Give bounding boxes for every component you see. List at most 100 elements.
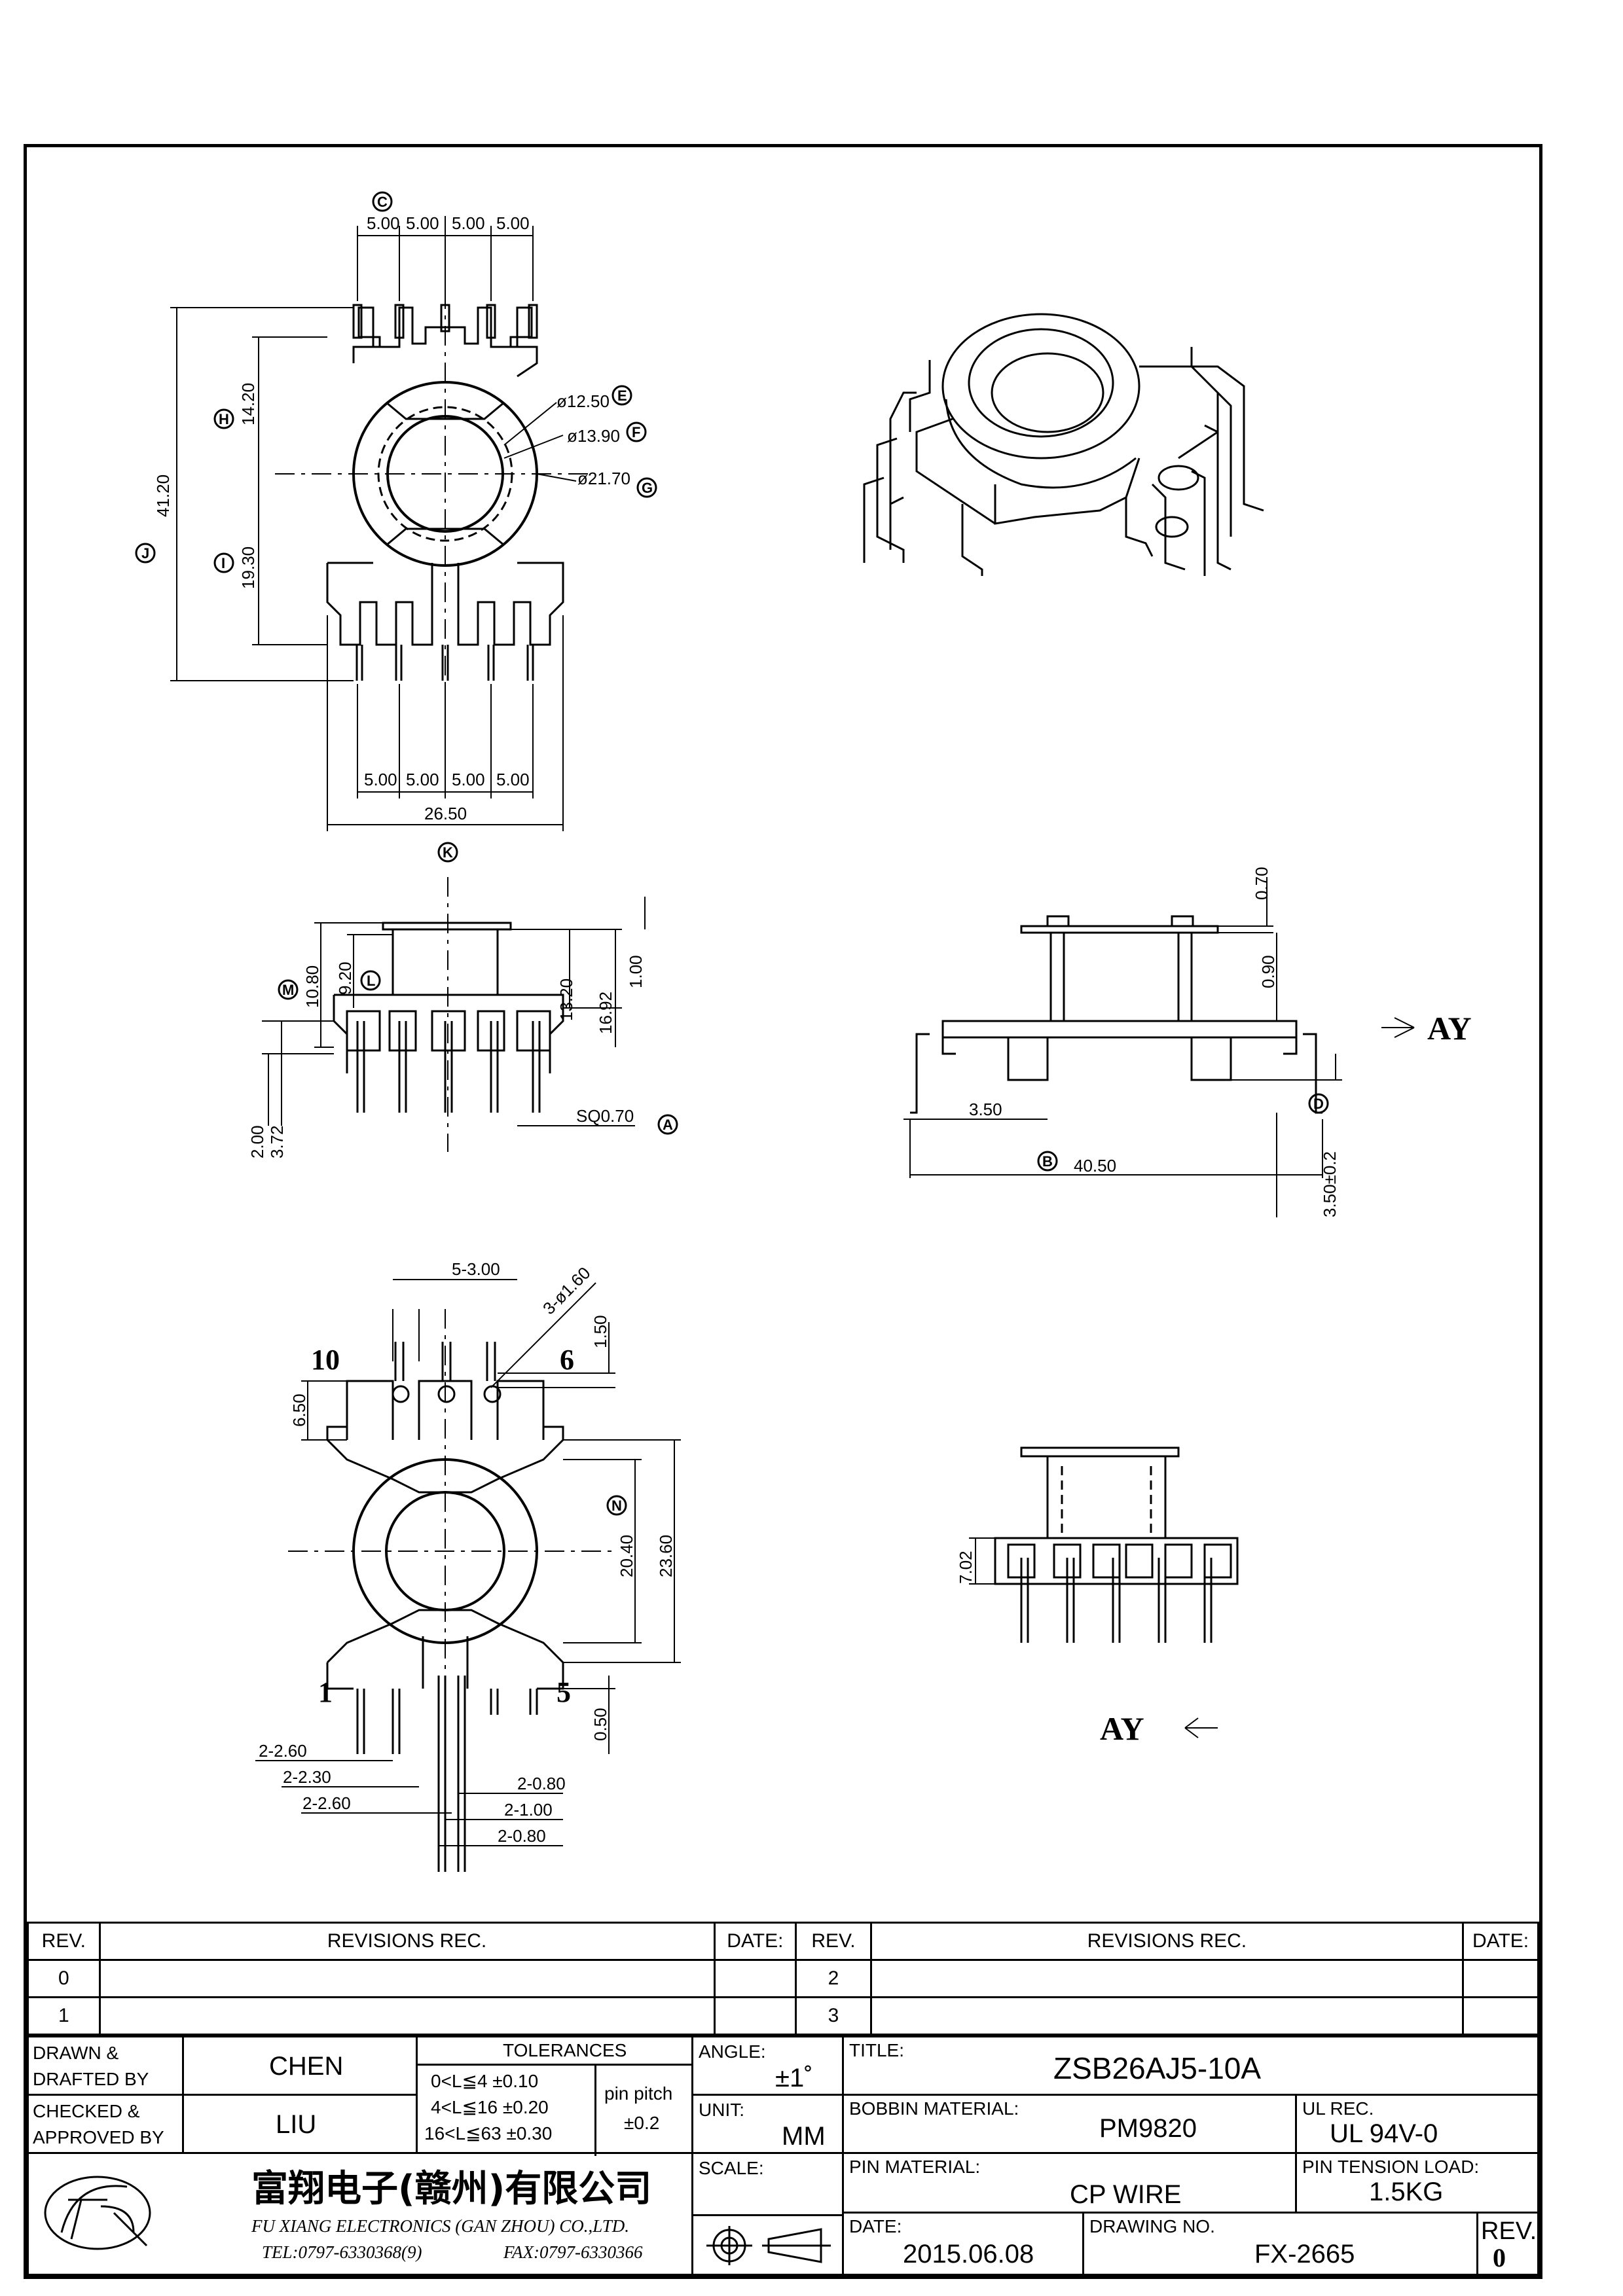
unit-label: UNIT: [699, 2100, 744, 2120]
dim-2-2-60-b: 2-2.60 [302, 1793, 351, 1813]
dim-3-50: 3.50 [969, 1100, 1002, 1119]
dim-sq0-70: SQ0.70 [576, 1106, 634, 1126]
top-pitch-4: 5.00 [496, 213, 530, 233]
title-label: TITLE: [849, 2040, 905, 2060]
dim-20-40: 20.40 [617, 1535, 636, 1577]
drawing-frame [24, 144, 1542, 2279]
dim-40-50: 40.50 [1074, 1156, 1116, 1175]
dim-6-50: 6.50 [289, 1393, 309, 1427]
pin-material-value: CP WIRE [1070, 2180, 1182, 2209]
dim-3-72: 3.72 [267, 1125, 287, 1158]
marker-f: F [632, 424, 640, 440]
rev-row-1: 1 [27, 1996, 101, 2036]
dim-2-0-80-a: 2-0.80 [517, 1774, 566, 1793]
bottom-pitch-1: 5.00 [364, 770, 397, 789]
side-view: 0.70 0.90 3.50 40.50 3.50±0.2 AY B D [903, 867, 1472, 1217]
marker-a: A [663, 1117, 673, 1133]
dim-3-dia-1-60: 3-ø1.60 [539, 1263, 594, 1319]
rev-header-left: REV. [27, 1922, 101, 1961]
rev-header-right: REV. [795, 1922, 872, 1961]
tol-line-1: 0<L≦4 ±0.10 [431, 2071, 539, 2091]
ul-rec-label: UL REC. [1302, 2098, 1374, 2119]
drawn-value: CHEN [269, 2052, 344, 2081]
dim-0-90: 0.90 [1258, 955, 1278, 988]
rev-row-2: 2 [795, 1959, 872, 1998]
bottom-view: 5-3.00 3-ø1.60 1.50 6.50 20.40 23.60 0.5… [255, 1259, 681, 1872]
marker-b: B [1042, 1153, 1053, 1170]
marker-g: G [642, 480, 653, 496]
dia-12-50: ø12.50 [556, 391, 610, 411]
top-pitch-2: 5.00 [406, 213, 439, 233]
pin-6-label: 6 [560, 1344, 574, 1376]
date-header-left: DATE: [713, 1922, 797, 1961]
top-pitch-3: 5.00 [452, 213, 485, 233]
height-dim: 41.20 [153, 475, 173, 517]
dim-7-02: 7.02 [956, 1551, 976, 1584]
bottom-pitch-3: 5.00 [452, 770, 485, 789]
pin-tension-label: PIN TENSION LOAD: [1302, 2157, 1480, 2177]
tol-line-3: 16<L≦63 ±0.30 [424, 2123, 553, 2144]
marker-i: I [221, 555, 225, 571]
rev-row-0: 0 [27, 1959, 101, 1998]
view-label-ay-right: AY [1427, 1010, 1472, 1047]
pin-1-label: 1 [318, 1676, 333, 1708]
angle-value: ±1˚ [775, 2064, 813, 2092]
dim-1-00: 1.00 [626, 955, 646, 988]
view-label-ay-bottom: AY [1100, 1710, 1144, 1747]
revision-table: REV. REVISIONS REC. DATE: REV. REVISIONS… [27, 1922, 1539, 2036]
rev-row-3: 3 [795, 1996, 872, 2036]
checked-value: LIU [276, 2110, 317, 2139]
pin-material-label: PIN MATERIAL: [849, 2157, 981, 2177]
tol-line-2: 4<L≦16 ±0.20 [431, 2097, 549, 2117]
angle-label: ANGLE: [699, 2041, 766, 2062]
pin-5-label: 5 [556, 1676, 571, 1708]
date-value: 2015.06.08 [903, 2240, 1034, 2269]
company-name-en: FU XIANG ELECTRONICS (GAN ZHOU) CO.,LTD. [251, 2216, 629, 2236]
unit-value: MM [782, 2122, 826, 2151]
bottom-pitch-2: 5.00 [406, 770, 439, 789]
technical-drawing: 5.00 5.00 5.00 5.00 5.00 5.00 5.00 5.00 … [135, 191, 1472, 1872]
dim-2-0-80-b: 2-0.80 [498, 1826, 546, 1846]
dim-0-50: 0.50 [591, 1708, 610, 1741]
dim-2-1-00: 2-1.00 [504, 1800, 553, 1820]
top-pitch-1: 5.00 [367, 213, 400, 233]
title-value: ZSB26AJ5-10A [1053, 2051, 1262, 2085]
company-tel: TEL:0797-6330368(9) [262, 2242, 422, 2262]
dim-2-00: 2.00 [247, 1125, 267, 1158]
ul-rec-value: UL 94V-0 [1330, 2119, 1438, 2148]
marker-k: K [443, 844, 453, 861]
drawn-label: DRAWN & DRAFTED BY [33, 2043, 149, 2089]
dim-5-3-00: 5-3.00 [452, 1259, 500, 1279]
marker-h: H [219, 411, 229, 427]
tolerances-label: TOLERANCES [503, 2040, 627, 2060]
marker-c: C [377, 194, 388, 210]
dim-1-50: 1.50 [591, 1315, 610, 1348]
dim-16-92: 16.92 [596, 992, 615, 1034]
rev-label: REV. [1481, 2217, 1537, 2245]
dim-10-80: 10.80 [302, 965, 322, 1008]
front-view: 10.80 9.20 13.20 16.92 1.00 2.00 3.72 SQ… [247, 877, 678, 1158]
drawing-no-value: FX-2665 [1254, 2240, 1355, 2269]
revisions-header-right: REVISIONS REC. [869, 1922, 1465, 1961]
marker-m: M [282, 982, 294, 998]
rev-value: 0 [1493, 2243, 1506, 2272]
marker-j: J [141, 545, 149, 562]
date-header-right: DATE: [1462, 1922, 1539, 1961]
projection-symbol [706, 2226, 831, 2265]
marker-e: E [617, 387, 627, 404]
company-fax: FAX:0797-6330366 [503, 2242, 643, 2262]
company-logo [44, 2176, 151, 2250]
date-label: DATE: [849, 2216, 902, 2236]
lower-dim: 19.30 [238, 547, 258, 589]
bobbin-material-label: BOBBIN MATERIAL: [849, 2098, 1019, 2119]
marker-d: D [1313, 1096, 1324, 1112]
pin-tension-value: 1.5KG [1369, 2178, 1444, 2206]
bobbin-material-value: PM9820 [1099, 2114, 1197, 2143]
revisions-header-left: REVISIONS REC. [98, 1922, 716, 1961]
end-view: 7.02 AY [956, 1446, 1239, 1747]
width-dim: 26.50 [424, 804, 467, 823]
dim-13-20: 13.20 [556, 978, 576, 1021]
upper-dim: 14.20 [238, 383, 258, 425]
bottom-pitch-4: 5.00 [496, 770, 530, 789]
dim-3-50-tol: 3.50±0.2 [1320, 1151, 1340, 1217]
